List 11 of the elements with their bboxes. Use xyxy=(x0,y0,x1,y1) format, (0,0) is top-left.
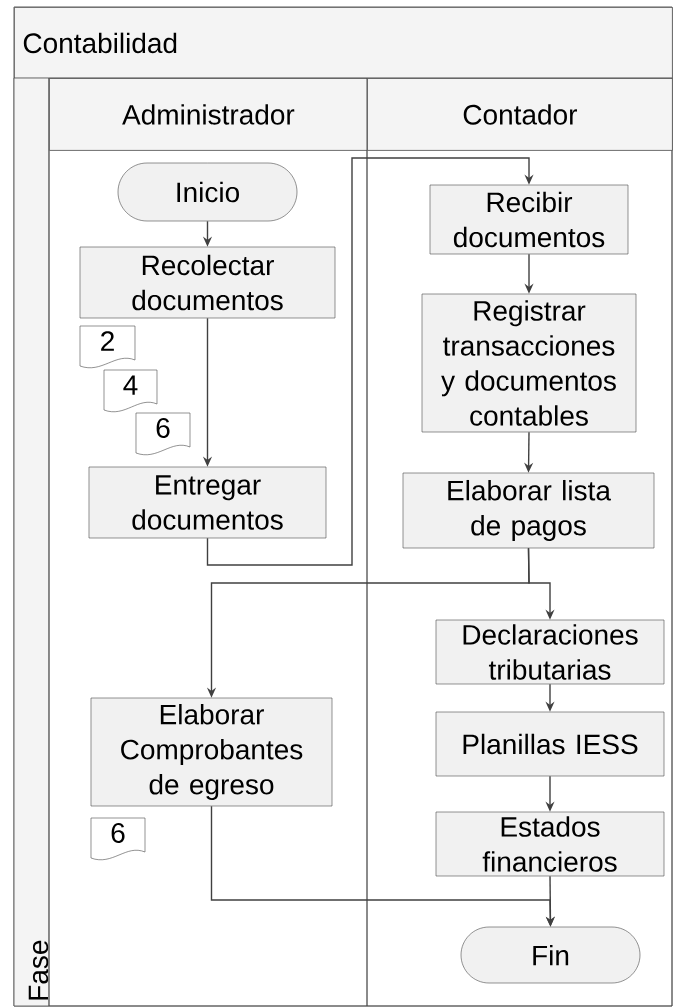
process-box: Planillas IESS xyxy=(435,711,665,777)
phase-band: Fase xyxy=(13,77,50,1007)
process-box: Entregar documentos xyxy=(88,466,327,539)
process-box: Elaborar Comprobantes de egreso xyxy=(90,697,333,807)
process-box: Registrar transacciones y documentos contables xyxy=(421,293,637,433)
process-box: Elaborar lista de pagos xyxy=(402,472,655,549)
process-box: Estados financieros xyxy=(435,811,665,877)
arrow xyxy=(206,157,534,566)
process-box: Declaraciones tributarias xyxy=(435,619,665,685)
process-box: Recibir documentos xyxy=(429,184,629,255)
process-box: Recolectar documentos xyxy=(79,246,336,319)
